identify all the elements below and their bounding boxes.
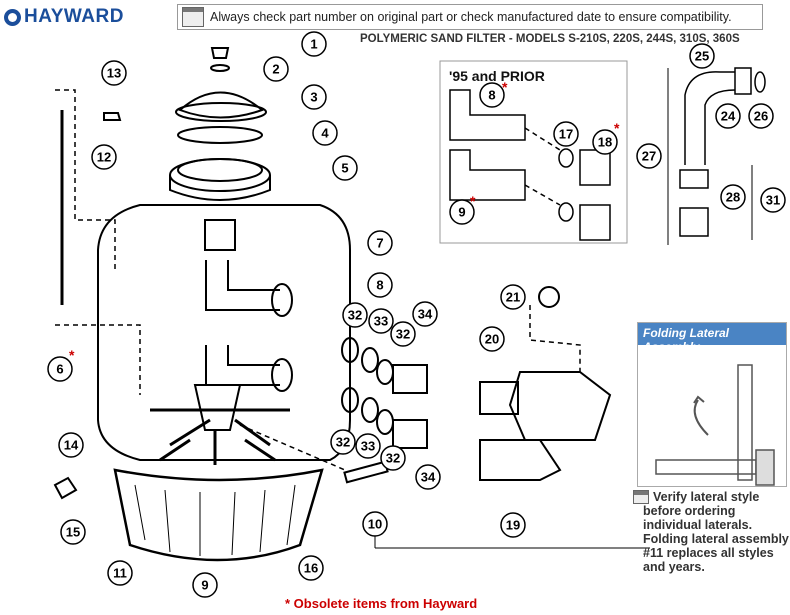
verify-note-text: Verify lateral style before ordering ind… xyxy=(643,490,789,574)
inset-elbow-8 xyxy=(449,89,526,141)
folding-lateral-title: Folding Lateral Assembly xyxy=(638,323,786,354)
callout-18: 18 xyxy=(598,135,612,150)
callout-21: 21 xyxy=(506,290,520,305)
callout-8-prior: 8 xyxy=(488,88,495,103)
union-34-upper xyxy=(392,364,428,394)
callout-34-a: 34 xyxy=(418,307,433,322)
callout-2: 2 xyxy=(272,62,279,77)
laterals xyxy=(150,408,290,465)
callout-20: 20 xyxy=(485,332,499,347)
lateral-hub xyxy=(193,384,242,431)
callout-32-d: 32 xyxy=(386,451,400,466)
callout-33-a: 33 xyxy=(374,314,388,329)
callout-26: 26 xyxy=(754,109,768,124)
upper-elbow xyxy=(205,260,280,311)
inset-elbow-9 xyxy=(449,149,526,201)
callout-13: 13 xyxy=(107,66,121,81)
hayward-logo: HAYWARD xyxy=(4,6,124,28)
callout-9-prior: 9 xyxy=(458,205,465,220)
lateral-10 xyxy=(343,460,389,484)
callout-27: 27 xyxy=(642,149,656,164)
lid-o-ring xyxy=(177,126,263,144)
callout-11: 11 xyxy=(113,566,127,581)
callout-12: 12 xyxy=(97,150,111,165)
filter-lid xyxy=(178,91,264,119)
callout-3: 3 xyxy=(310,90,317,105)
filter-tank xyxy=(97,204,351,461)
calendar-icon xyxy=(182,7,204,27)
pressure-gauge-13 xyxy=(103,112,122,121)
callout-7: 7 xyxy=(376,236,383,251)
callout-16: 16 xyxy=(304,561,318,576)
obsolete-marker-6: * xyxy=(69,347,75,363)
standpipe xyxy=(204,219,236,251)
callout-14: 14 xyxy=(64,438,79,453)
callout-32-c: 32 xyxy=(336,435,350,450)
callout-4: 4 xyxy=(321,126,329,141)
callout-28: 28 xyxy=(726,190,740,205)
callout-10: 10 xyxy=(368,517,382,532)
callout-19: 19 xyxy=(506,518,520,533)
page-subtitle: POLYMERIC SAND FILTER - MODELS S-210S, 2… xyxy=(360,33,740,45)
compatibility-notice: Always check part number on original par… xyxy=(177,4,763,30)
valve-outlet-19 xyxy=(479,439,562,481)
obsolete-marker-9: * xyxy=(470,193,476,209)
callout-32-b: 32 xyxy=(396,327,410,342)
callout-8: 8 xyxy=(376,278,383,293)
hayward-logo-icon xyxy=(4,8,21,26)
obsolete-marker-8: * xyxy=(502,79,508,95)
brand-name: HAYWARD xyxy=(24,6,124,27)
union-34-lower xyxy=(392,419,428,449)
valve-union-20 xyxy=(479,381,519,415)
callout-17: 17 xyxy=(559,127,573,142)
callout-5: 5 xyxy=(341,161,348,176)
callout-6: 6 xyxy=(56,362,63,377)
notice-text: Always check part number on original par… xyxy=(210,10,732,24)
air-relief-valve xyxy=(210,47,230,59)
callout-24: 24 xyxy=(721,109,736,124)
filter-base xyxy=(113,468,324,562)
callout-33-b: 33 xyxy=(361,439,375,454)
vent-o-ring xyxy=(210,64,230,72)
callout-15: 15 xyxy=(66,525,80,540)
callout-31: 31 xyxy=(766,193,780,208)
calendar-icon xyxy=(633,490,649,504)
callout-25: 25 xyxy=(695,49,709,64)
callout-34-b: 34 xyxy=(421,470,436,485)
obsolete-marker-18: * xyxy=(614,120,620,136)
lower-elbow xyxy=(205,345,280,386)
callout-1: 1 xyxy=(310,37,317,52)
folding-lateral-box: Folding Lateral Assembly xyxy=(637,322,787,487)
callout-32-a: 32 xyxy=(348,308,362,323)
inset-prior-box xyxy=(439,60,628,244)
gauge-21 xyxy=(538,286,560,308)
callout-9: 9 xyxy=(201,578,208,593)
drain-cap xyxy=(53,476,78,500)
verify-lateral-note: Verify lateral style before ordering ind… xyxy=(633,490,790,574)
pipe-elbow-27 xyxy=(684,71,736,165)
folding-lateral-illustration xyxy=(655,364,775,486)
multiport-valve xyxy=(508,371,612,441)
inset-prior-title: '95 and PRIOR xyxy=(449,68,545,84)
obsolete-footnote: * Obsolete items from Hayward xyxy=(285,596,478,611)
